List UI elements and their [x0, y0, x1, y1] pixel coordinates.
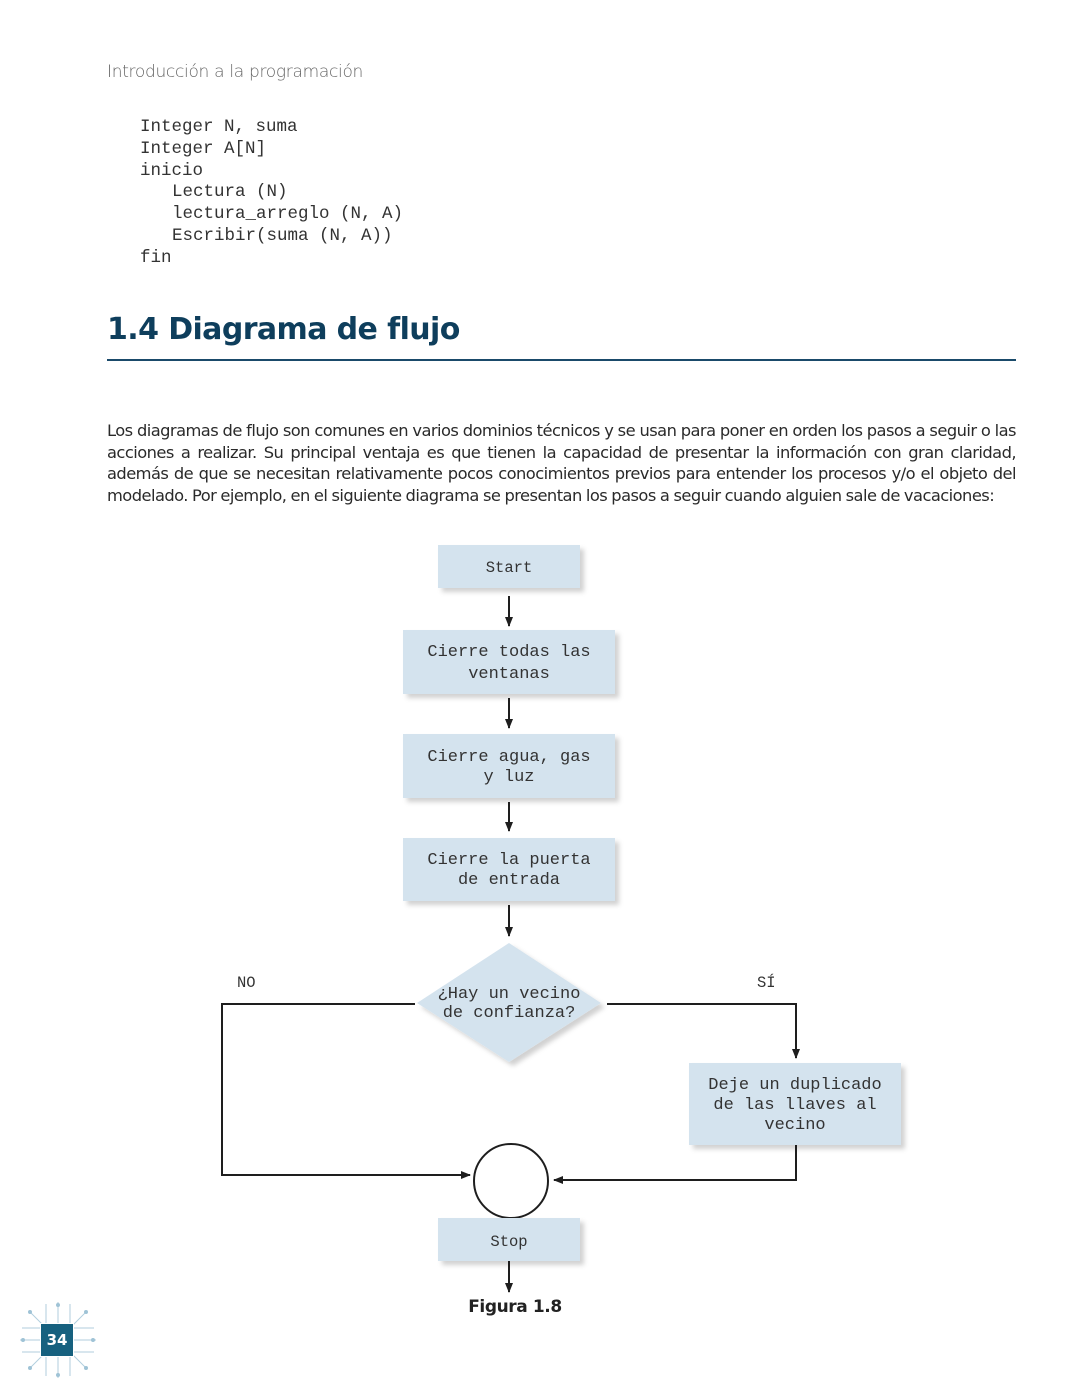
process-label-line: Deje un duplicado [708, 1076, 881, 1095]
process-label-line: de las llaves al [713, 1096, 876, 1115]
yes-branch-label: SÍ [757, 974, 776, 992]
process-box [403, 838, 615, 901]
process-label-line: Cierre todas las [427, 643, 590, 662]
process-close-windows: Cierre todas las ventanas [403, 630, 615, 694]
arrow-no-branch [221, 1003, 471, 1179]
stop-terminal: Stop [438, 1218, 580, 1261]
arrow-keys-to-connector [553, 1145, 797, 1184]
start-label: Start [486, 559, 533, 577]
code-line: fin [140, 247, 172, 268]
code-line: inicio [140, 160, 204, 181]
body-paragraph: Los diagramas de flujo son comunes en va… [107, 421, 1017, 506]
process-label-line: ventanas [468, 665, 550, 684]
code-line: Integer N, suma [140, 117, 298, 137]
decision-label-line: ¿Hay un vecino [438, 985, 581, 1004]
section-title: 1.4 Diagrama de flujo [107, 312, 460, 347]
code-line: Escribir(suma (N, A)) [172, 225, 393, 246]
decision-diamond [417, 943, 601, 1062]
code-line: Integer A[N] [140, 138, 267, 159]
running-header: Introducción a la programación [107, 62, 364, 82]
no-branch-label: NO [237, 974, 256, 992]
start-box [438, 545, 580, 588]
decision-trusted-neighbor: ¿Hay un vecino de confianza? [417, 943, 601, 1062]
figure-caption: Figura 1.8 [468, 1297, 562, 1317]
stop-box [438, 1218, 580, 1261]
process-label-line: Cierre la puerta [427, 851, 590, 870]
connector-circle [473, 1143, 549, 1219]
arrow-yes-branch [607, 1003, 800, 1059]
process-label-line: vecino [764, 1116, 825, 1135]
process-label-line: y luz [483, 768, 534, 787]
process-box [403, 630, 615, 694]
start-terminal: Start [438, 545, 580, 588]
decision-label-line: de confianza? [443, 1004, 576, 1023]
code-line: Lectura (N) [172, 182, 288, 203]
page-number: 34 [40, 1323, 74, 1357]
code-line: lectura_arreglo (N, A) [172, 204, 404, 225]
process-label-line: de entrada [458, 871, 560, 890]
process-close-utilities: Cierre agua, gas y luz [403, 734, 615, 798]
process-box [689, 1063, 901, 1145]
process-close-door: Cierre la puerta de entrada [403, 838, 615, 901]
process-box [403, 734, 615, 798]
process-leave-keys: Deje un duplicado de las llaves al vecin… [689, 1063, 901, 1145]
process-label-line: Cierre agua, gas [427, 748, 590, 767]
stop-label: Stop [490, 1233, 527, 1251]
section-divider [107, 359, 1016, 361]
